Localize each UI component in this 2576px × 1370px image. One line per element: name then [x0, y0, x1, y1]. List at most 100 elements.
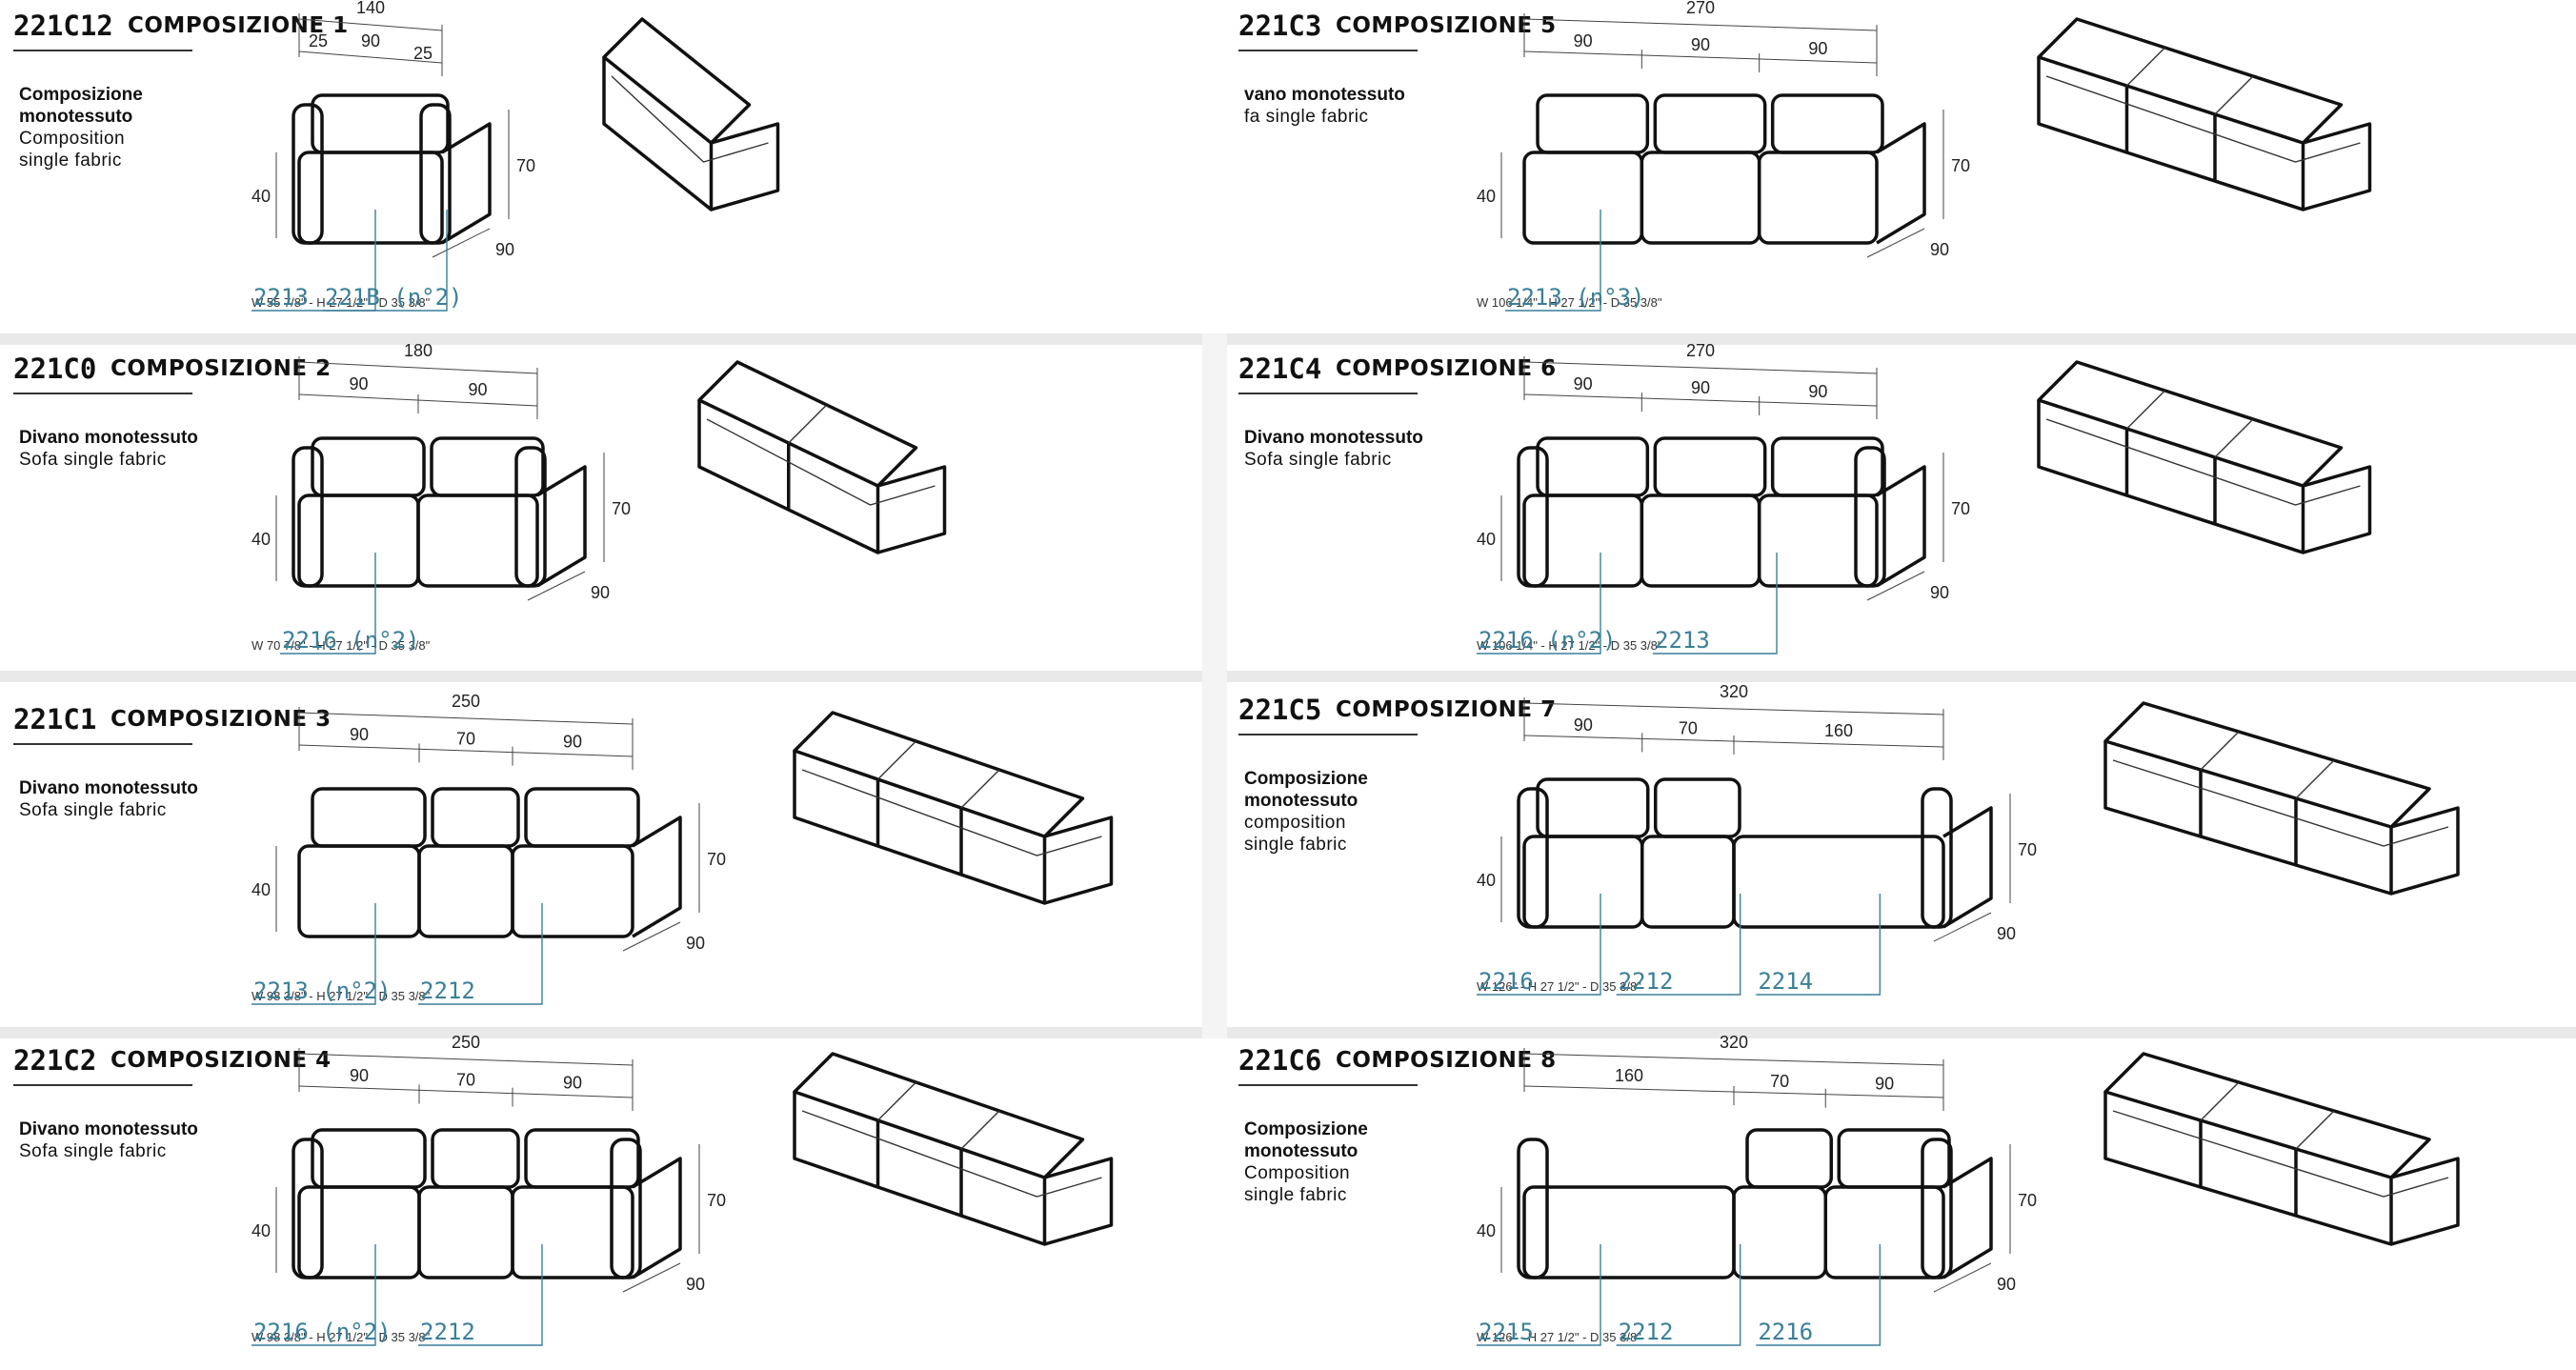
module-width-label: 70 — [456, 729, 475, 748]
title-underline — [13, 50, 192, 51]
module-code-label: 221B (n°2) — [325, 284, 463, 311]
label-leader-line — [280, 553, 376, 655]
seat-module — [417, 1185, 514, 1279]
isometric-seat-line — [801, 769, 1102, 856]
left-armrest — [1517, 446, 1549, 588]
imperial-dimensions: W 106 1/4" - H 27 1/2" - D 35 3/8" — [1477, 295, 1662, 310]
separator-band — [0, 671, 1202, 682]
isometric-backrest — [2103, 1052, 2431, 1179]
title-underline — [13, 393, 192, 394]
product-code: 221C1 — [13, 703, 97, 735]
composition-title: COMPOSIZIONE 2 — [111, 356, 332, 381]
height-label: 70 — [516, 156, 535, 175]
depth-label: 90 — [1930, 240, 1949, 259]
seat-module — [511, 1185, 634, 1279]
depth-label: 90 — [1997, 1275, 2016, 1294]
isometric-side — [877, 465, 947, 554]
module-width-label: 90 — [1691, 378, 1710, 397]
separator-band — [1227, 333, 2576, 345]
isometric-backrest — [2037, 17, 2344, 145]
isometric-side — [1044, 1157, 1114, 1246]
back-cushion — [431, 787, 520, 848]
seat-module — [417, 844, 514, 938]
module-width-label: 90 — [350, 1066, 369, 1085]
title-underline — [1238, 393, 1418, 394]
back-cushion — [1536, 777, 1650, 838]
total-dimension-line — [1523, 702, 1944, 715]
depth-dimension-line — [527, 571, 586, 601]
isometric-seat-line — [2112, 1110, 2449, 1198]
isometric-module-joint — [2214, 418, 2254, 458]
depth-label: 90 — [591, 583, 610, 602]
description-bold-line: Divano monotessuto — [19, 428, 198, 448]
title-underline — [1238, 734, 1418, 735]
total-width-label: 270 — [1686, 341, 1715, 360]
product-code: 221C12 — [13, 10, 113, 42]
total-width-label: 250 — [452, 1033, 480, 1052]
side-depth-face — [536, 465, 587, 588]
description-bold-line: monotessuto — [1244, 791, 1358, 811]
total-dimension-line — [298, 1053, 634, 1066]
total-dimension-line — [298, 361, 538, 374]
label-leader-line — [1616, 1244, 1741, 1346]
isometric-backrest — [793, 1052, 1085, 1179]
description-line: Sofa single fabric — [19, 450, 167, 470]
module-width-label: 90 — [1574, 31, 1593, 50]
module-code-label: 2214 — [1758, 968, 1813, 995]
label-leader-line — [418, 1244, 543, 1346]
left-armrest — [1517, 1138, 1549, 1279]
isometric-backrest — [793, 711, 1085, 838]
total-dimension-line — [1523, 18, 1878, 31]
description-line: single fabric — [19, 151, 122, 171]
isometric-module-joint — [877, 1081, 916, 1121]
module-code-label: 2213 (n°3) — [1507, 284, 1645, 311]
imperial-dimensions: W 70 7/8" - H 27 1/2" - D 35 3/8" — [252, 638, 431, 653]
module-code-label: 2212 — [1619, 1319, 1674, 1345]
left-armrest — [292, 1138, 324, 1279]
height-label: 70 — [1951, 499, 1970, 518]
module-dimension-line — [1523, 393, 1878, 407]
total-dimension-line — [1523, 361, 1878, 374]
product-code: 221C4 — [1238, 353, 1322, 385]
depth-label: 90 — [1930, 583, 1949, 602]
isometric-front — [793, 751, 1047, 905]
module-width-label: 90 — [1574, 715, 1593, 735]
product-code: 221C2 — [13, 1044, 97, 1077]
product-code: 221C3 — [1238, 10, 1322, 42]
isometric-side — [2390, 806, 2460, 896]
isometric-module-joint — [2126, 47, 2165, 87]
description-bold-line: monotessuto — [19, 107, 133, 127]
description-line: composition — [1244, 813, 1346, 833]
seat-module — [1732, 1185, 1827, 1279]
isometric-front — [2103, 1092, 2393, 1246]
label-leader-line — [1653, 553, 1778, 655]
left-armrest — [292, 103, 324, 245]
description-line: fa single fabric — [1244, 107, 1369, 127]
description-bold-line: Divano monotessuto — [19, 1119, 198, 1139]
arm-width-label: 25 — [413, 44, 433, 63]
isometric-seat-line — [706, 418, 936, 506]
isometric-backrest — [2037, 360, 2344, 488]
module-code-label: 2215 — [1479, 1319, 1534, 1345]
separator-band — [1227, 1027, 2576, 1038]
back-cushion — [1536, 93, 1650, 154]
height-label: 70 — [2018, 840, 2037, 859]
description-bold-line: Divano monotessuto — [19, 778, 198, 798]
module-width-label: 90 — [361, 31, 380, 50]
description-bold-line: vano monotessuto — [1244, 85, 1405, 105]
total-width-label: 140 — [356, 0, 385, 17]
isometric-backrest — [697, 360, 918, 488]
back-cushion — [1536, 436, 1650, 497]
side-depth-face — [1942, 1157, 1993, 1279]
back-cushion — [311, 1128, 427, 1189]
module-width-label: 90 — [1691, 35, 1710, 54]
seat-height-label: 40 — [252, 530, 271, 549]
seat-module — [1640, 835, 1736, 929]
height-label: 70 — [707, 1191, 726, 1210]
seat-height-label: 40 — [1477, 530, 1496, 549]
